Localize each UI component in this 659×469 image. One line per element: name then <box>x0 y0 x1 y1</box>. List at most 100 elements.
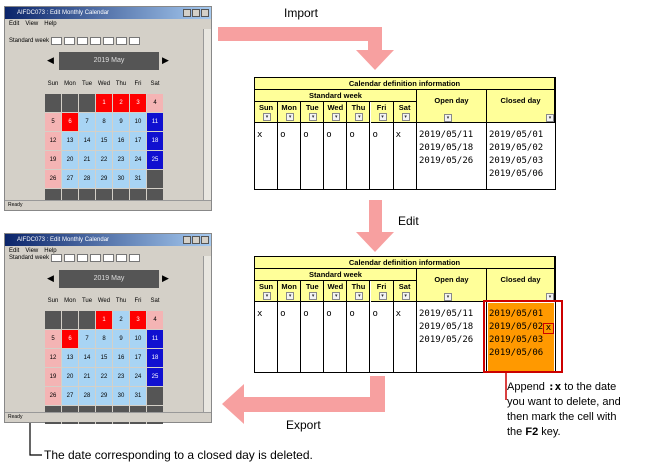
calendar-day[interactable]: 7 <box>79 113 95 131</box>
calendar-day[interactable]: 20 <box>62 151 78 169</box>
window-controls[interactable] <box>183 236 209 244</box>
calendar-day[interactable]: 17 <box>130 132 146 150</box>
calendar-day[interactable]: 26 <box>45 387 61 405</box>
prev-month-button[interactable]: ◀ <box>47 273 54 283</box>
menu-edit[interactable]: Edit <box>9 248 20 254</box>
week-value[interactable]: o <box>326 130 332 140</box>
week-box-thu[interactable] <box>103 254 115 262</box>
calendar-day[interactable]: 29 <box>96 170 112 188</box>
menu-view[interactable]: View <box>25 21 39 27</box>
week-value[interactable]: o <box>349 130 355 140</box>
calendar-day[interactable]: 31 <box>130 170 146 188</box>
open-day-dropdown[interactable]: ▾ <box>444 114 452 122</box>
calendar-day[interactable]: 1 <box>96 94 112 112</box>
closed-days-edited[interactable] <box>488 303 554 373</box>
calendar-day[interactable]: 15 <box>96 132 112 150</box>
calendar-day[interactable]: 27 <box>62 387 78 405</box>
day-dropdown[interactable]: ▾ <box>378 292 387 300</box>
week-box-wed[interactable] <box>90 254 102 262</box>
calendar-day[interactable]: 5 <box>45 113 61 131</box>
calendar-day[interactable]: 29 <box>96 387 112 405</box>
calendar-day[interactable] <box>62 311 78 329</box>
calendar-day[interactable]: 14 <box>79 349 95 367</box>
week-value[interactable]: o <box>280 309 286 319</box>
open-day-value[interactable]: 2019/05/26 <box>419 335 474 345</box>
week-box-fri[interactable] <box>116 37 128 45</box>
calendar-day[interactable]: 8 <box>96 330 112 348</box>
calendar-day[interactable] <box>147 387 163 405</box>
week-value[interactable]: o <box>372 130 378 140</box>
calendar-day[interactable] <box>147 170 163 188</box>
open-day-value[interactable]: 2019/05/18 <box>419 322 474 332</box>
week-value[interactable]: o <box>372 309 378 319</box>
day-dropdown[interactable]: ▾ <box>286 113 295 121</box>
calendar-day[interactable]: 25 <box>147 151 163 169</box>
calendar-day[interactable]: 22 <box>96 151 112 169</box>
calendar-day[interactable]: 15 <box>96 349 112 367</box>
week-value[interactable]: o <box>303 130 309 140</box>
calendar-day[interactable]: 19 <box>45 368 61 386</box>
next-month-button[interactable]: ▶ <box>162 273 169 283</box>
calendar-day[interactable] <box>79 311 95 329</box>
closed-day-value[interactable]: 2019/05/03 <box>489 335 544 345</box>
calendar-day[interactable]: 30 <box>113 170 129 188</box>
week-value[interactable]: o <box>303 309 309 319</box>
calendar-day[interactable]: 12 <box>45 132 61 150</box>
week-box-sun[interactable] <box>51 254 63 262</box>
calendar-day[interactable]: 3 <box>130 311 146 329</box>
calendar-day[interactable]: 16 <box>113 349 129 367</box>
open-day-value[interactable]: 2019/05/26 <box>419 156 474 166</box>
week-value[interactable]: o <box>326 309 332 319</box>
day-dropdown[interactable]: ▾ <box>263 113 271 121</box>
week-value[interactable]: x <box>257 130 263 140</box>
day-dropdown[interactable]: ▾ <box>355 292 364 300</box>
week-value[interactable]: x <box>395 309 402 319</box>
day-dropdown[interactable]: ▾ <box>401 113 410 121</box>
open-day-value[interactable]: 2019/05/11 <box>419 309 474 319</box>
calendar-day[interactable]: 22 <box>96 368 112 386</box>
calendar-day[interactable]: 9 <box>113 330 129 348</box>
open-day-value[interactable]: 2019/05/18 <box>419 143 474 153</box>
calendar-day[interactable]: 3 <box>130 94 146 112</box>
calendar-day[interactable]: 28 <box>79 170 95 188</box>
calendar-day[interactable]: 11 <box>147 330 163 348</box>
week-value[interactable]: o <box>349 309 355 319</box>
calendar-day[interactable]: 13 <box>62 349 78 367</box>
calendar-day[interactable]: 11 <box>147 113 163 131</box>
calendar-day[interactable]: 12 <box>45 349 61 367</box>
delete-mark-cell[interactable]: x <box>543 323 554 334</box>
day-dropdown[interactable]: ▾ <box>309 292 318 300</box>
day-dropdown[interactable]: ▾ <box>378 113 387 121</box>
calendar-day[interactable]: 27 <box>62 170 78 188</box>
closed-day-value[interactable]: 2019/05/06 <box>489 348 544 358</box>
calendar-day[interactable]: 8 <box>96 113 112 131</box>
week-box-sat[interactable] <box>129 37 141 45</box>
open-day-value[interactable]: 2019/05/11 <box>419 130 474 140</box>
week-value[interactable]: x <box>257 309 263 319</box>
calendar-day[interactable]: 10 <box>130 113 146 131</box>
calendar-day[interactable]: 4 <box>147 311 163 329</box>
calendar-day[interactable]: 18 <box>147 349 163 367</box>
menu-help[interactable]: Help <box>44 21 57 27</box>
calendar-day[interactable]: 17 <box>130 349 146 367</box>
closed-day-value[interactable]: 2019/05/02 <box>489 143 544 153</box>
menu-edit[interactable]: Edit <box>9 21 20 27</box>
week-box-fri[interactable] <box>116 254 128 262</box>
calendar-day[interactable]: 4 <box>147 94 163 112</box>
calendar-day[interactable]: 10 <box>130 330 146 348</box>
prev-month-button[interactable]: ◀ <box>47 55 54 65</box>
calendar-day[interactable]: 23 <box>113 151 129 169</box>
day-dropdown[interactable]: ▾ <box>401 292 410 300</box>
calendar-day[interactable] <box>45 311 61 329</box>
calendar-day[interactable]: 20 <box>62 368 78 386</box>
calendar-day[interactable]: 28 <box>79 387 95 405</box>
calendar-day[interactable]: 18 <box>147 132 163 150</box>
calendar-day[interactable]: 19 <box>45 151 61 169</box>
calendar-day[interactable]: 31 <box>130 387 146 405</box>
closed-day-value[interactable]: 2019/05/03 <box>489 156 544 166</box>
calendar-day[interactable]: 6 <box>62 113 78 131</box>
calendar-day[interactable] <box>62 94 78 112</box>
calendar-day[interactable]: 26 <box>45 170 61 188</box>
calendar-day[interactable]: 21 <box>79 151 95 169</box>
week-box-tue[interactable] <box>77 37 89 45</box>
